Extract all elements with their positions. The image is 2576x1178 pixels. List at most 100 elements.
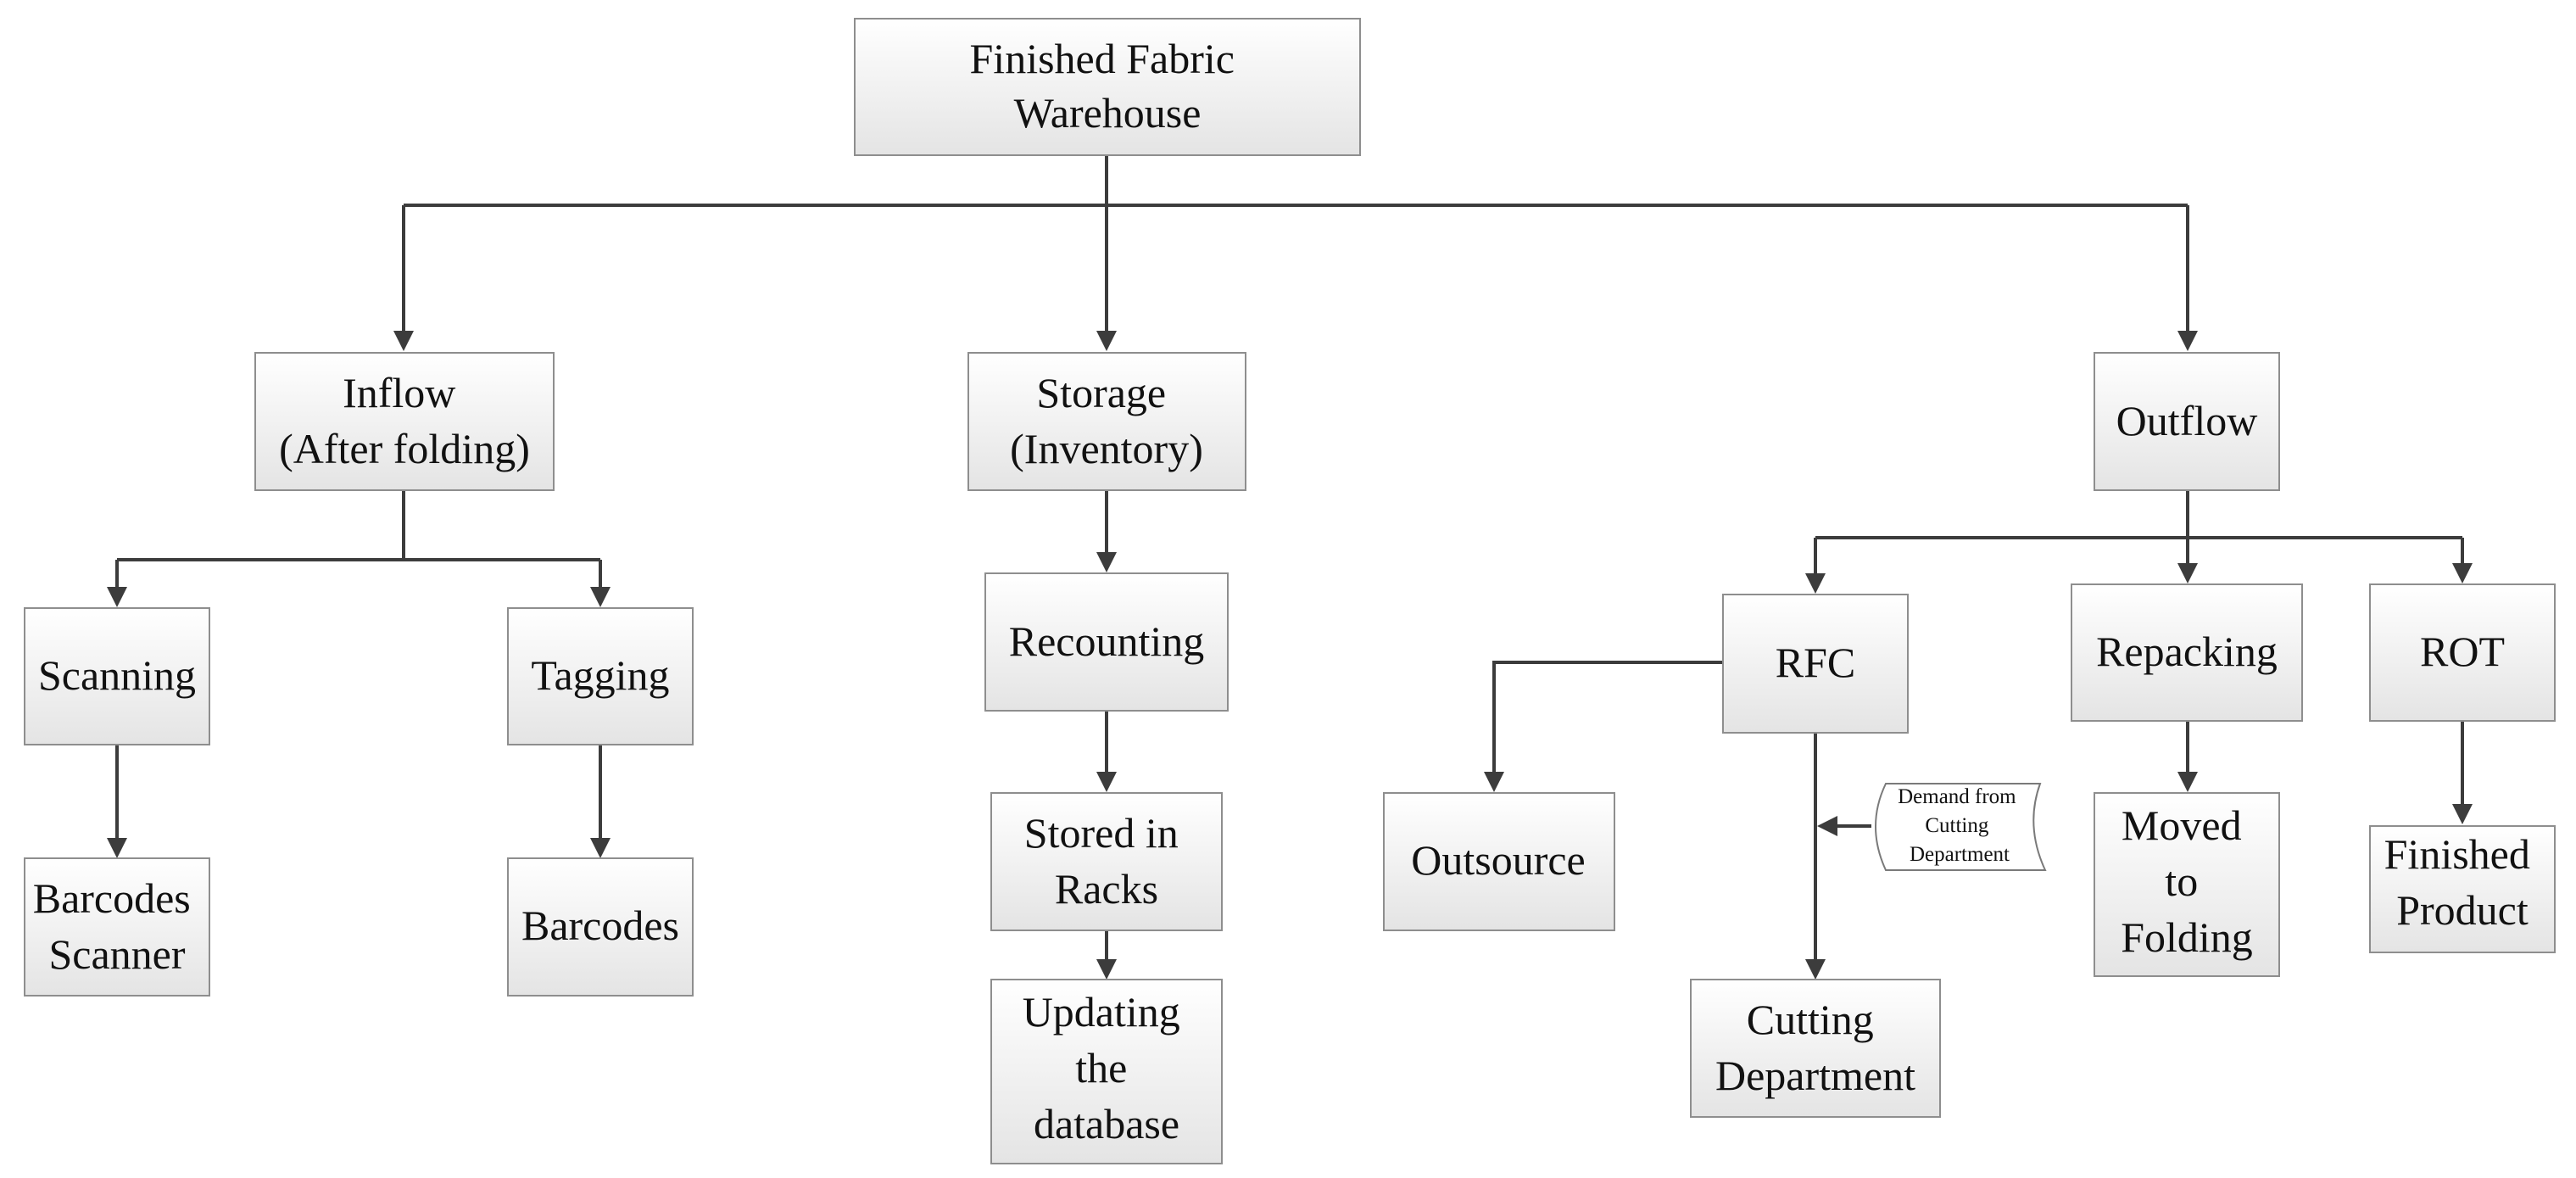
node-box xyxy=(854,18,1361,156)
node-box xyxy=(24,857,210,997)
node-label: Cutting Department xyxy=(1715,996,1915,1099)
node-moved-to-folding: Moved to Folding xyxy=(2094,792,2280,977)
node-box xyxy=(254,352,555,491)
node-box xyxy=(507,857,694,997)
arrowhead xyxy=(107,838,127,858)
arrowhead xyxy=(1096,772,1117,792)
node-storage: Storage (Inventory) xyxy=(967,352,1246,491)
connectors xyxy=(107,155,2473,980)
annotation-line: Demand from xyxy=(1898,785,2016,808)
node-rfc: RFC xyxy=(1722,594,1909,734)
node-box xyxy=(990,792,1223,931)
node-label: Barcodes Scanner xyxy=(33,874,202,978)
node-box xyxy=(2369,825,2556,953)
node-inflow: Inflow (After folding) xyxy=(254,352,555,491)
node-label-line: Product xyxy=(2396,886,2529,934)
arrowhead xyxy=(1096,959,1117,980)
node-label: Updating the database xyxy=(1023,988,1191,1147)
arrowhead xyxy=(2177,331,2198,351)
annotation-line: Department xyxy=(1910,843,2010,866)
node-outsource: Outsource xyxy=(1383,792,1615,931)
node-label-line: Tagging xyxy=(531,651,669,699)
node-tagging: Tagging xyxy=(507,607,694,745)
arrowhead xyxy=(2177,772,2198,792)
node-cutting-department: Cutting Department xyxy=(1690,979,1941,1118)
annotation-line: Cutting xyxy=(1925,814,1989,837)
node-box xyxy=(984,572,1229,712)
node-label-line: Recounting xyxy=(1009,617,1205,665)
node-box xyxy=(1690,979,1941,1118)
node-label: ROT xyxy=(2420,628,2505,675)
node-label-line: Racks xyxy=(1055,865,1158,913)
node-label-line: Stored in xyxy=(1024,809,1179,857)
node-label-line: Updating xyxy=(1023,988,1180,1036)
node-label: Outflow xyxy=(2116,397,2258,444)
node-label-line: Repacking xyxy=(2096,628,2278,675)
arrowhead xyxy=(1484,772,1504,792)
node-box xyxy=(967,352,1246,491)
node-label-line: RFC xyxy=(1776,639,1856,686)
node-label-line: Barcodes xyxy=(33,874,191,922)
document-shape xyxy=(1875,783,2047,871)
node-label-line: Moved xyxy=(2122,801,2242,849)
node-label-line: Finished xyxy=(2384,830,2530,878)
node-box xyxy=(2071,583,2303,722)
node-label-line: Scanner xyxy=(48,930,185,978)
node-stored-in-racks: Stored in Racks xyxy=(990,792,1223,931)
node-label-line: (After folding) xyxy=(279,425,530,472)
node-label-line: Cutting xyxy=(1747,996,1874,1043)
node-label: Tagging xyxy=(531,651,669,699)
node-label: RFC xyxy=(1776,639,1856,686)
node-label-line: Outflow xyxy=(2116,397,2258,444)
node-label: Inflow (After folding) xyxy=(279,369,530,472)
node-repacking: Repacking xyxy=(2071,583,2303,722)
node-label-line: Department xyxy=(1715,1052,1915,1099)
node-label: Barcodes xyxy=(521,902,679,949)
node-label: Recounting xyxy=(1009,617,1205,665)
arrowhead xyxy=(1817,816,1837,836)
node-box xyxy=(2369,583,2556,722)
node-box xyxy=(507,607,694,745)
node-label: Outsource xyxy=(1411,836,1586,884)
arrowhead xyxy=(2452,563,2473,583)
node-label-line: Finished Fabric xyxy=(970,35,1235,82)
arrowhead xyxy=(1805,573,1826,594)
arrowhead xyxy=(590,838,611,858)
node-label: Finished Fabric Warehouse xyxy=(970,35,1246,137)
node-label: Storage (Inventory) xyxy=(1010,369,1203,472)
node-label-line: Folding xyxy=(2121,913,2253,961)
node-label-line: Storage xyxy=(1036,369,1166,416)
edge-rfc-to-outsource xyxy=(1492,661,1723,772)
demand-annotation: Demand from Cutting Department xyxy=(1875,783,2047,871)
node-label-line: Barcodes xyxy=(521,902,679,949)
node-label-line: Outsource xyxy=(1411,836,1586,884)
node-rot: ROT xyxy=(2369,583,2556,722)
arrowhead xyxy=(2452,804,2473,824)
node-updating-database: Updating the database xyxy=(990,979,1223,1164)
node-label-line: to xyxy=(2165,857,2198,905)
node-label: Repacking xyxy=(2096,628,2278,675)
node-box xyxy=(990,979,1223,1164)
node-label-line: (Inventory) xyxy=(1010,425,1203,472)
node-barcodes: Barcodes xyxy=(507,857,694,997)
node-outflow: Outflow xyxy=(2094,352,2280,491)
node-warehouse: Finished Fabric Warehouse xyxy=(854,18,1361,156)
node-box xyxy=(1383,792,1615,931)
node-label-line: Warehouse xyxy=(1014,89,1202,137)
arrowhead xyxy=(1096,552,1117,572)
arrowhead xyxy=(393,331,414,351)
node-label: Moved to Folding xyxy=(2121,801,2253,961)
node-box xyxy=(2094,792,2280,977)
node-label-line: ROT xyxy=(2420,628,2505,675)
node-barcodes-scanner: Barcodes Scanner xyxy=(24,857,210,997)
arrowhead xyxy=(107,587,127,607)
node-scanning: Scanning xyxy=(24,607,210,745)
node-label: Scanning xyxy=(38,651,196,699)
node-recounting: Recounting xyxy=(984,572,1229,712)
arrowhead xyxy=(590,587,611,607)
node-label-line: Scanning xyxy=(38,651,196,699)
node-label-line: the xyxy=(1075,1044,1127,1091)
node-label-line: database xyxy=(1034,1100,1179,1147)
node-finished-product: Finished Product xyxy=(2369,825,2556,953)
